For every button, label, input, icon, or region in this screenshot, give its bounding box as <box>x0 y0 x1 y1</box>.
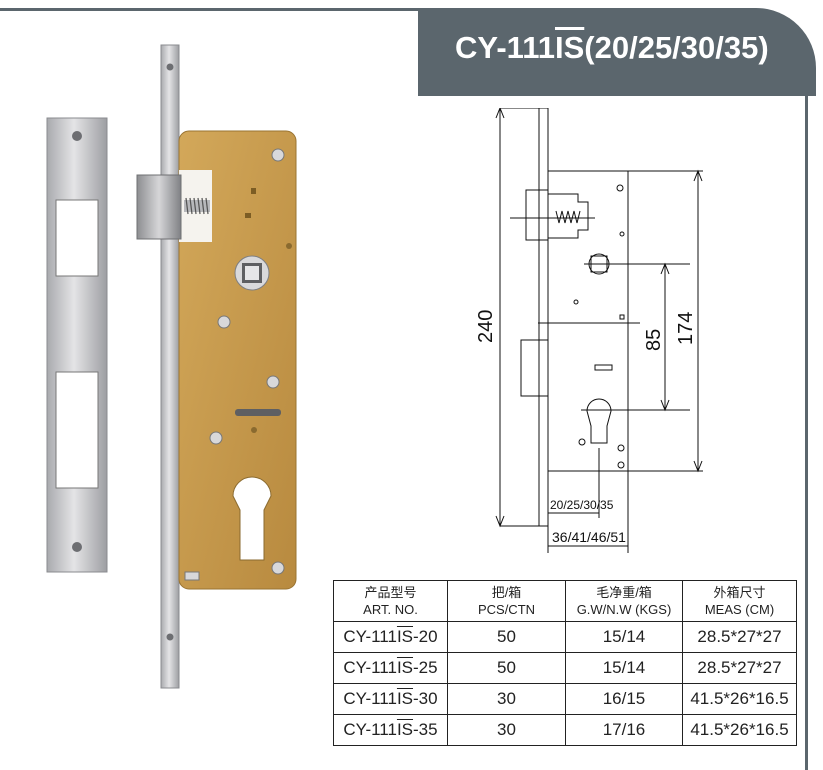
cell-pcs: 30 <box>447 714 566 746</box>
title-model-prefix: CY-111 <box>455 30 555 65</box>
cell-art-no: CY-111IS-35 <box>333 714 448 746</box>
table-row: CY-111IS-20 50 15/14 28.5*27*27 <box>333 621 797 653</box>
dim-body-height: 174 <box>675 312 697 345</box>
dimension-drawing: 240 85 174 20/25/30/35 36/41/46/51 <box>475 108 703 553</box>
cell-weight: 15/14 <box>565 652 683 684</box>
cell-meas: 41.5*26*16.5 <box>682 683 797 715</box>
header-rule <box>0 8 420 11</box>
dim-center-distance: 85 <box>643 329 665 351</box>
cell-art-no: CY-111IS-30 <box>333 683 448 715</box>
lock-photo <box>46 44 297 689</box>
lock-case <box>136 130 297 590</box>
cell-art-no: CY-111IS-20 <box>333 621 448 653</box>
faceplate <box>160 44 180 689</box>
table-row: CY-111IS-25 50 15/14 28.5*27*27 <box>333 652 797 684</box>
cell-pcs: 30 <box>447 683 566 715</box>
cell-art-no: CY-111IS-25 <box>333 652 448 684</box>
title-band <box>418 8 816 96</box>
cell-pcs: 50 <box>447 621 566 653</box>
cell-pcs: 50 <box>447 652 566 684</box>
title-model-mark: IS <box>554 30 585 65</box>
table-row: CY-111IS-30 30 16/15 41.5*26*16.5 <box>333 683 797 715</box>
strike-plate <box>46 117 108 573</box>
cell-meas: 28.5*27*27 <box>682 652 797 684</box>
title-model-sizes: (20/25/30/35) <box>584 30 769 65</box>
right-rule <box>805 80 808 770</box>
dim-backset-small: 20/25/30/35 <box>550 498 614 512</box>
cell-meas: 28.5*27*27 <box>682 621 797 653</box>
cell-weight: 16/15 <box>565 683 683 715</box>
dim-total-height: 240 <box>475 310 497 343</box>
cell-weight: 17/16 <box>565 714 683 746</box>
drawing-lines <box>495 108 703 553</box>
dim-backset-large: 36/41/46/51 <box>552 529 626 545</box>
product-title: CY-111IS(20/25/30/35) <box>455 30 795 74</box>
table-row: CY-111IS-35 30 17/16 41.5*26*16.5 <box>333 714 797 746</box>
cell-meas: 41.5*26*16.5 <box>682 714 797 746</box>
cell-weight: 15/14 <box>565 621 683 653</box>
